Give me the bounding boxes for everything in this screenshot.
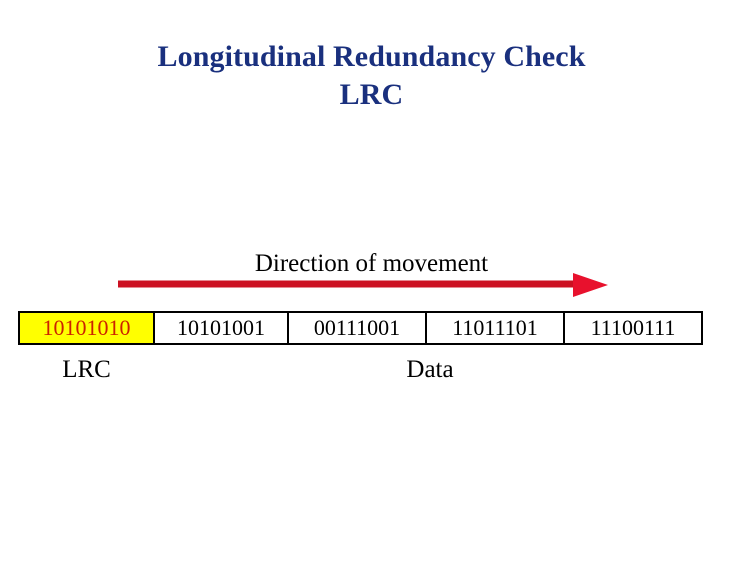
frame-block-data-3: 11011101 bbox=[425, 311, 565, 345]
frame-block-data-1: 10101001 bbox=[153, 311, 289, 345]
frame-block-data-4: 11100111 bbox=[563, 311, 703, 345]
direction-of-movement-arrow-icon bbox=[118, 272, 608, 298]
direction-of-movement-label: Direction of movement bbox=[254, 250, 489, 277]
page-title: Longitudinal Redundancy Check LRC bbox=[0, 38, 743, 114]
page-title-line-2: LRC bbox=[339, 78, 404, 111]
frame-block-lrc: 10101010 bbox=[18, 311, 155, 345]
caption-data: Data bbox=[406, 356, 454, 383]
data-frame-row: 10101010 10101001 00111001 11011101 1110… bbox=[18, 311, 703, 345]
page-title-line-1: Longitudinal Redundancy Check bbox=[157, 40, 586, 73]
frame-block-data-2: 00111001 bbox=[287, 311, 427, 345]
caption-lrc: LRC bbox=[62, 356, 111, 383]
